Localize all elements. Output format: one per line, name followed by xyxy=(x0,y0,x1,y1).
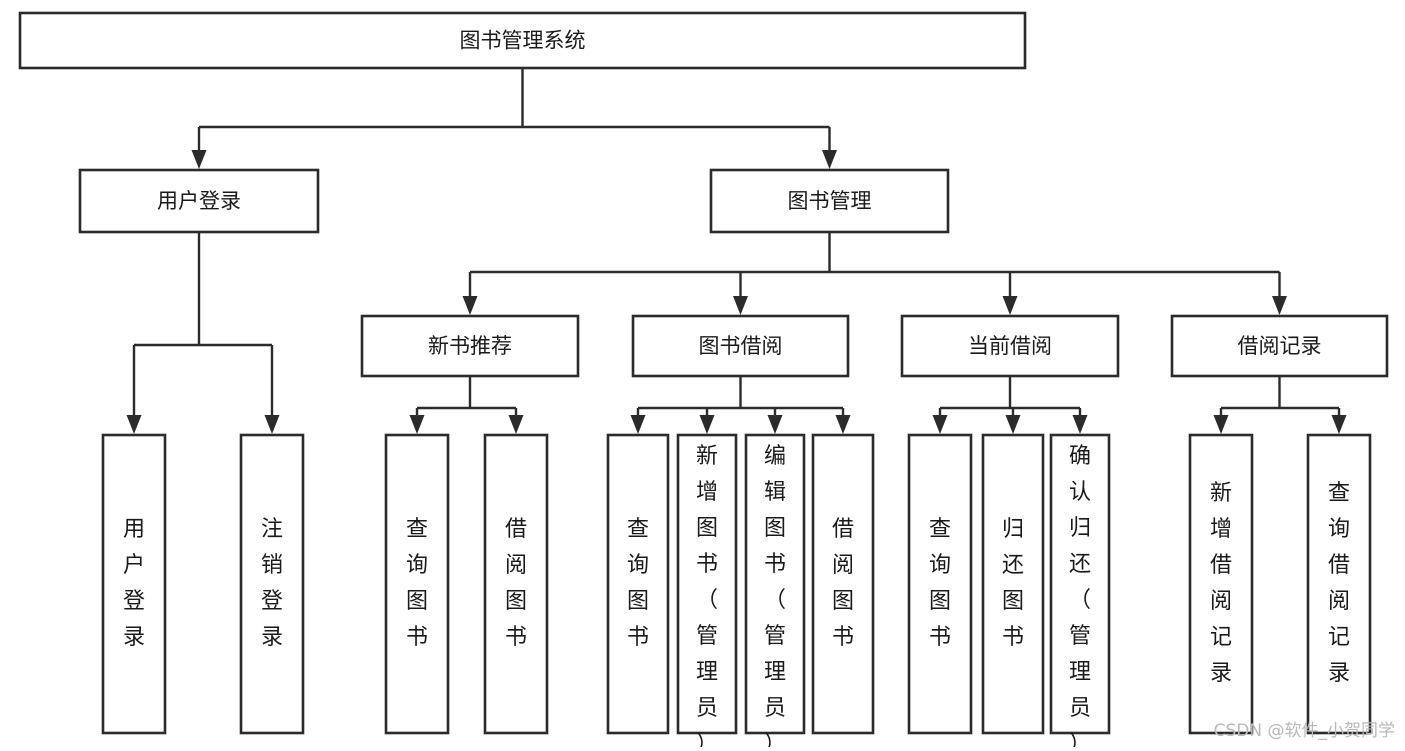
node-book-manage[interactable]: 图书管理 xyxy=(709,168,950,234)
node-label-leaf-borrow-book-2: 借阅图书 xyxy=(832,517,854,650)
arrow-head-icon xyxy=(932,415,948,434)
node-box-leaf-borrow-book-1 xyxy=(483,433,549,735)
arrow-head-icon xyxy=(409,415,425,434)
node-box-leaf-query-book-1 xyxy=(384,433,450,735)
node-box-leaf-query-book-2 xyxy=(606,433,670,735)
node-label-leaf-query-borrow-record: 查询借阅记录 xyxy=(1328,481,1350,686)
node-label-current-borrow: 当前借阅 xyxy=(968,334,1052,358)
csdn-watermark: CSDN @软件_小贺同学 xyxy=(1213,721,1395,741)
node-box-leaf-add-book xyxy=(676,433,738,735)
node-user-login[interactable]: 用户登录 xyxy=(78,168,320,234)
node-box-book-manage xyxy=(709,168,950,234)
node-leaf-confirm-return[interactable]: 确认归还（管理员） xyxy=(1049,433,1111,751)
node-label-leaf-add-borrow-record: 新增借阅记录 xyxy=(1210,481,1232,686)
node-leaf-borrow-book-2[interactable]: 借阅图书 xyxy=(811,433,875,735)
node-box-leaf-confirm-return xyxy=(1049,433,1111,735)
node-label-leaf-query-book-2: 查询图书 xyxy=(627,517,649,650)
node-label-leaf-user-logout: 注销登录 xyxy=(261,517,283,650)
node-leaf-add-book[interactable]: 新增图书（管理员） xyxy=(676,433,738,751)
node-borrow-record[interactable]: 借阅记录 xyxy=(1170,314,1389,378)
node-label-book-manage: 图书管理 xyxy=(788,189,872,213)
arrow-head-icon xyxy=(630,415,646,434)
arrow-head-icon xyxy=(1072,415,1088,434)
arrow-head-icon xyxy=(1005,415,1021,434)
node-label-new-book-recommend: 新书推荐 xyxy=(428,334,512,358)
node-root[interactable]: 图书管理系统 xyxy=(18,11,1027,70)
arrow-head-icon xyxy=(1213,415,1229,434)
node-box-current-borrow xyxy=(900,314,1120,378)
node-new-book-recommend[interactable]: 新书推荐 xyxy=(360,314,580,378)
node-box-user-login xyxy=(78,168,320,234)
arrow-head-icon xyxy=(1002,296,1018,315)
node-box-root xyxy=(18,11,1027,70)
node-label-leaf-return-book: 归还图书 xyxy=(1002,517,1024,650)
arrow-head-icon xyxy=(191,150,207,169)
node-label-leaf-borrow-book-1: 借阅图书 xyxy=(505,517,527,650)
arrow-head-icon xyxy=(733,296,748,315)
connector-layer xyxy=(126,68,1347,434)
node-leaf-borrow-book-1[interactable]: 借阅图书 xyxy=(483,433,549,735)
arrow-head-icon xyxy=(822,150,837,169)
node-label-root: 图书管理系统 xyxy=(460,29,586,53)
node-box-leaf-query-book-3 xyxy=(907,433,973,735)
node-box-leaf-query-borrow-record xyxy=(1306,433,1372,735)
node-leaf-user-logout[interactable]: 注销登录 xyxy=(239,433,305,735)
node-box-leaf-user-login xyxy=(101,433,167,735)
node-label-leaf-query-book-1: 查询图书 xyxy=(406,517,428,650)
node-leaf-add-borrow-record[interactable]: 新增借阅记录 xyxy=(1188,433,1254,735)
node-book-borrow[interactable]: 图书借阅 xyxy=(631,314,850,378)
node-leaf-query-book-2[interactable]: 查询图书 xyxy=(606,433,670,735)
node-layer: 图书管理系统用户登录图书管理新书推荐图书借阅当前借阅借阅记录用户登录注销登录查询… xyxy=(18,11,1389,751)
arrow-head-icon xyxy=(1331,415,1347,434)
node-box-leaf-add-borrow-record xyxy=(1188,433,1254,735)
node-leaf-return-book[interactable]: 归还图书 xyxy=(981,433,1045,735)
node-label-leaf-query-book-3: 查询图书 xyxy=(929,517,951,650)
arrow-head-icon xyxy=(1272,296,1287,315)
node-label-leaf-add-book: 新增图书（管理员） xyxy=(696,444,718,747)
arrow-head-icon xyxy=(767,415,783,434)
arrow-head-icon xyxy=(835,415,851,434)
arrow-head-icon xyxy=(508,415,524,434)
arrow-head-icon xyxy=(126,415,142,434)
node-leaf-query-borrow-record[interactable]: 查询借阅记录 xyxy=(1306,433,1372,735)
node-box-book-borrow xyxy=(631,314,850,378)
node-label-user-login: 用户登录 xyxy=(157,189,241,213)
node-leaf-query-book-1[interactable]: 查询图书 xyxy=(384,433,450,735)
node-box-leaf-borrow-book-2 xyxy=(811,433,875,735)
node-box-leaf-user-logout xyxy=(239,433,305,735)
node-current-borrow[interactable]: 当前借阅 xyxy=(900,314,1120,378)
node-leaf-edit-book[interactable]: 编辑图书（管理员） xyxy=(744,433,806,751)
arrow-head-icon xyxy=(462,296,478,315)
node-leaf-user-login[interactable]: 用户登录 xyxy=(101,433,167,735)
node-box-leaf-edit-book xyxy=(744,433,806,735)
node-box-leaf-return-book xyxy=(981,433,1045,735)
node-label-leaf-confirm-return: 确认归还（管理员） xyxy=(1069,444,1091,747)
node-leaf-query-book-3[interactable]: 查询图书 xyxy=(907,433,973,735)
node-label-leaf-edit-book: 编辑图书（管理员） xyxy=(764,444,786,747)
node-label-borrow-record: 借阅记录 xyxy=(1238,334,1322,358)
node-box-new-book-recommend xyxy=(360,314,580,378)
arrow-head-icon xyxy=(264,415,280,434)
node-label-book-borrow: 图书借阅 xyxy=(699,334,783,358)
arrow-head-icon xyxy=(699,415,715,434)
node-box-borrow-record xyxy=(1170,314,1389,378)
node-label-leaf-user-login: 用户登录 xyxy=(123,517,145,650)
